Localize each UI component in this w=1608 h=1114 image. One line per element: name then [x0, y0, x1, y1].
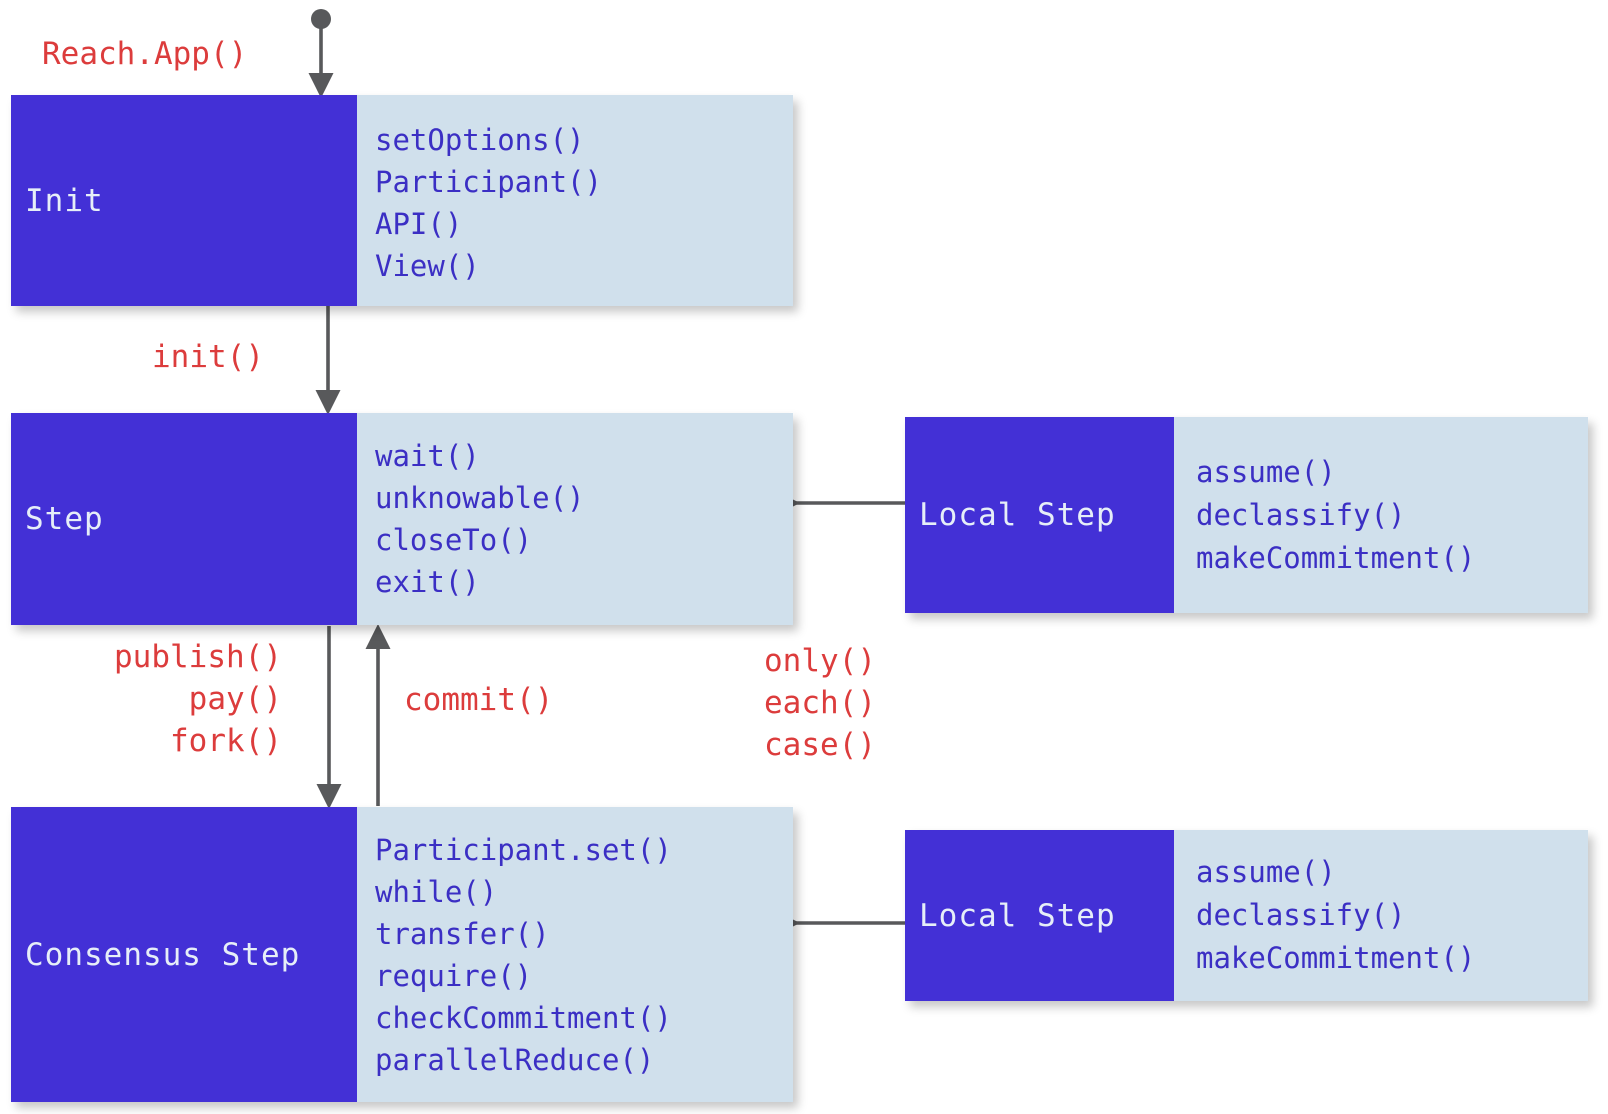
- entry-start-dot: [311, 9, 331, 29]
- method-item: while(): [375, 874, 498, 909]
- method-item: makeCommitment(): [1196, 540, 1476, 575]
- node-local-step-top-methods: assume() declassify() makeCommitment(): [1174, 417, 1588, 613]
- method-item: Participant(): [375, 164, 602, 199]
- edge-label-reach-app: Reach.App(): [42, 36, 248, 72]
- node-local-step-top-title-pane: Local Step: [905, 417, 1174, 613]
- node-local-step-bottom-methods: assume() declassify() makeCommitment(): [1174, 830, 1588, 1001]
- edge-label-publish: publish(): [114, 639, 282, 675]
- method-item: exit(): [375, 565, 480, 599]
- method-item: wait(): [375, 439, 480, 473]
- method-item: Participant.set(): [375, 832, 672, 867]
- edge-label-init: init(): [152, 339, 264, 375]
- edge-label-publish-group: publish() pay() fork(): [85, 636, 282, 762]
- edge-label-pay: pay(): [188, 681, 282, 717]
- node-step[interactable]: Step wait() unknowable() closeTo() exit(…: [11, 413, 793, 625]
- method-item: parallelReduce(): [375, 1042, 655, 1077]
- method-item: assume(): [1196, 855, 1336, 889]
- node-init-title-pane: Init: [11, 95, 357, 306]
- method-item: declassify(): [1196, 497, 1406, 532]
- node-step-title-pane: Step: [11, 413, 357, 625]
- edge-label-only: only(): [764, 643, 876, 679]
- node-step-title: Step: [25, 501, 104, 537]
- method-item: declassify(): [1196, 898, 1406, 932]
- edge-label-case: case(): [764, 727, 876, 763]
- method-item: transfer(): [375, 916, 550, 951]
- method-item: require(): [375, 958, 533, 993]
- edge-label-commit: commit(): [404, 682, 554, 718]
- node-init-methods: setOptions() Participant() API() View(): [357, 95, 793, 306]
- node-consensus-step-title: Consensus Step: [25, 936, 301, 973]
- node-init[interactable]: Init setOptions() Participant() API() Vi…: [11, 95, 793, 306]
- node-local-step-bottom-title: Local Step: [919, 897, 1116, 934]
- edge-label-only-group: only() each() case(): [746, 640, 876, 766]
- method-item: closeTo(): [375, 523, 533, 557]
- node-consensus-step-title-pane: Consensus Step: [11, 807, 357, 1102]
- node-init-title: Init: [25, 182, 104, 219]
- edge-label-fork: fork(): [170, 723, 282, 759]
- method-item: View(): [375, 248, 480, 283]
- node-local-step-top-title: Local Step: [919, 497, 1116, 533]
- node-local-step-top[interactable]: Local Step assume() declassify() makeCom…: [905, 417, 1588, 613]
- method-item: checkCommitment(): [375, 1000, 672, 1035]
- method-item: makeCommitment(): [1196, 941, 1476, 975]
- method-item: unknowable(): [375, 481, 585, 515]
- method-item: setOptions(): [375, 122, 585, 157]
- node-local-step-bottom[interactable]: Local Step assume() declassify() makeCom…: [905, 830, 1588, 1001]
- node-consensus-step-methods: Participant.set() while() transfer() req…: [357, 807, 793, 1102]
- node-step-methods: wait() unknowable() closeTo() exit(): [357, 413, 793, 625]
- method-item: API(): [375, 206, 463, 241]
- method-item: assume(): [1196, 454, 1336, 489]
- node-consensus-step[interactable]: Consensus Step Participant.set() while()…: [11, 807, 793, 1102]
- edge-label-each: each(): [764, 685, 876, 721]
- node-local-step-bottom-title-pane: Local Step: [905, 830, 1174, 1001]
